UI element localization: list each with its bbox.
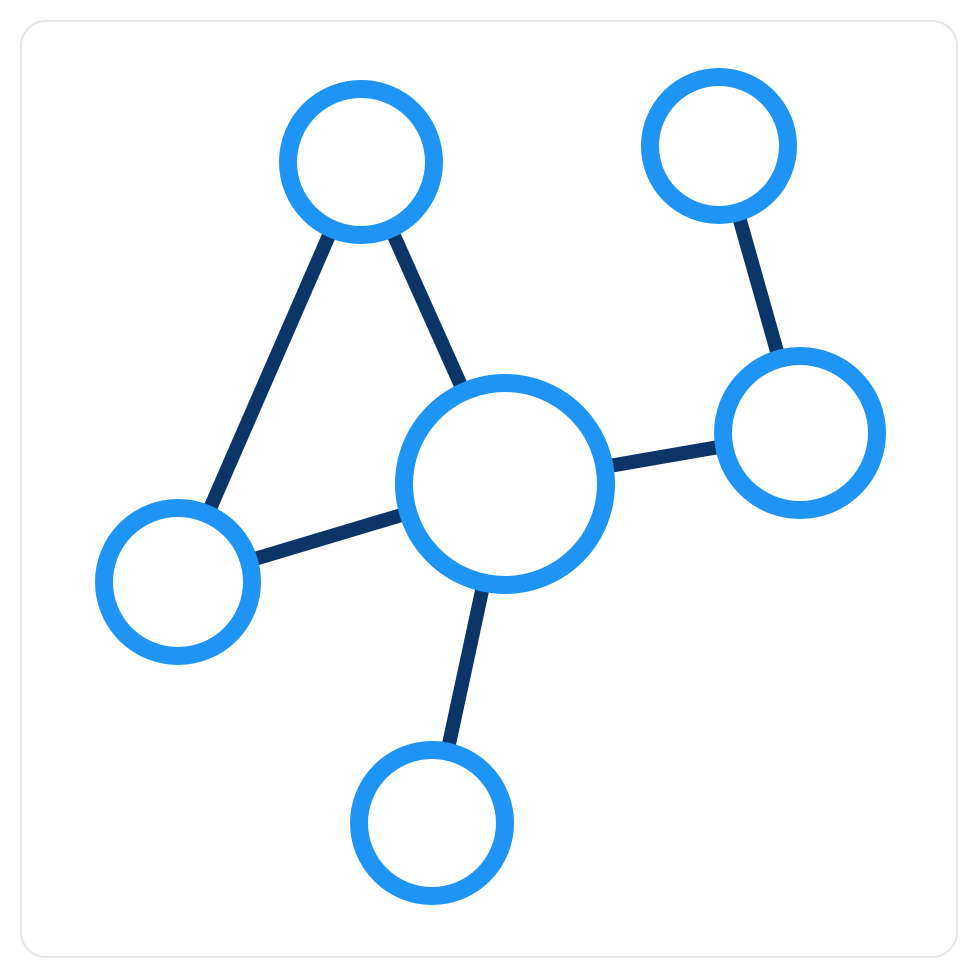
node-right — [714, 347, 886, 519]
node-center — [395, 374, 615, 594]
node-left — [95, 499, 261, 665]
node-bottom — [350, 741, 514, 905]
node-top-left — [279, 80, 443, 244]
node-top-right — [641, 68, 797, 224]
nodes-layer — [95, 68, 886, 905]
